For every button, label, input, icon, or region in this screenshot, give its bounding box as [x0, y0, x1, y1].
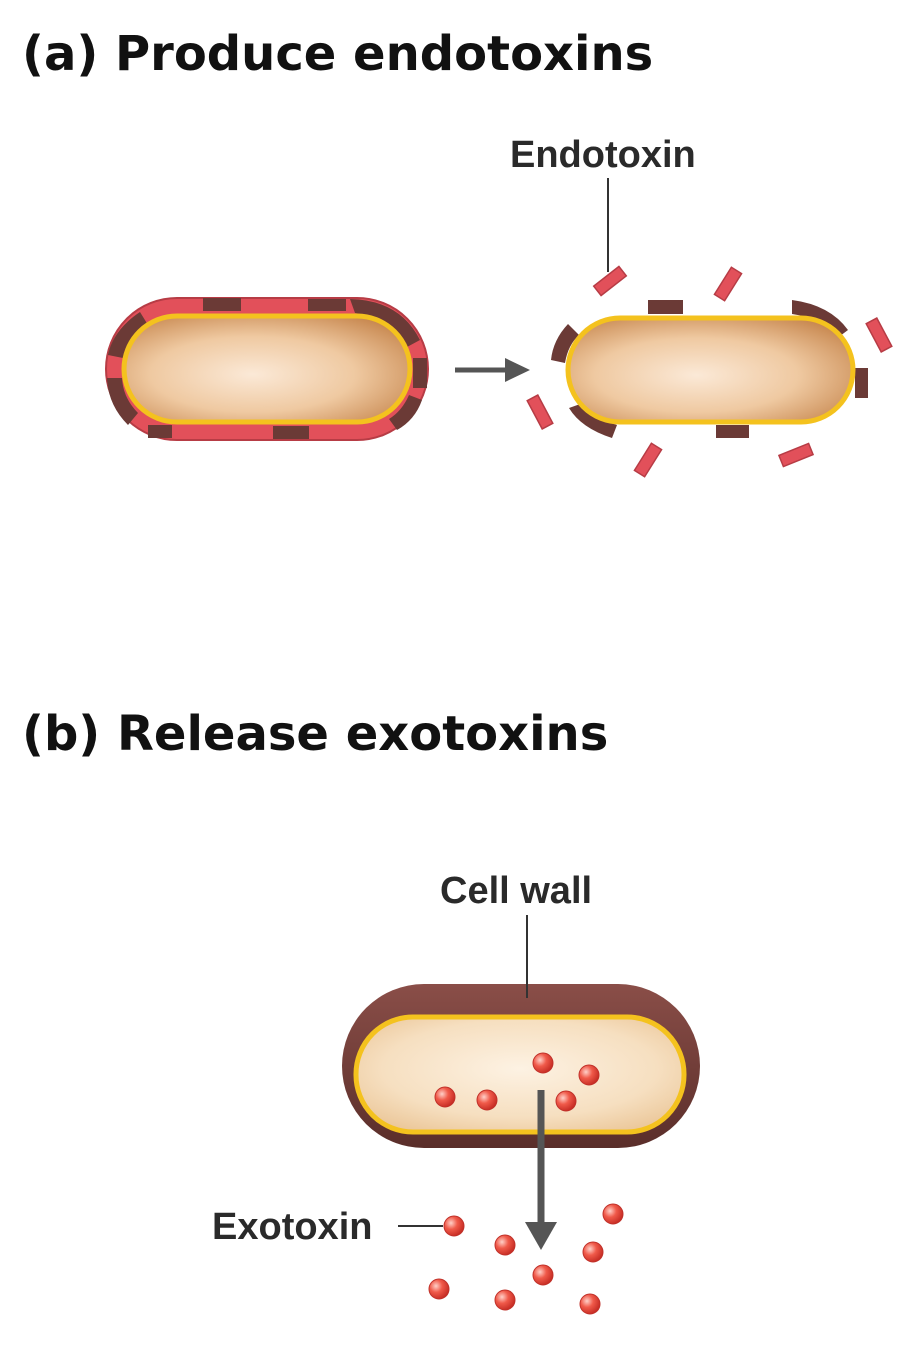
exotoxin-particle [532, 1052, 554, 1074]
exotoxin-particle [582, 1241, 604, 1263]
plasma-membrane-b [353, 1014, 687, 1135]
exotoxin-label: Exotoxin [212, 1206, 372, 1248]
internal-exotoxins [434, 1052, 600, 1112]
process-arrow [455, 358, 530, 382]
endotoxin-fragment [633, 442, 663, 478]
exotoxin-particle [532, 1264, 554, 1286]
lysed-plasma-membrane [565, 315, 856, 425]
exotoxin-particle [602, 1203, 624, 1225]
exotoxin-bacterium [342, 984, 700, 1315]
lysed-bacterium [526, 265, 893, 478]
endotoxin-fragment [526, 394, 554, 430]
heading-produce-endotoxins: (a) Produce endotoxins [22, 26, 654, 82]
exotoxin-particle [428, 1278, 450, 1300]
exotoxin-particle [579, 1293, 601, 1315]
released-exotoxins [428, 1203, 624, 1315]
endotoxin-fragment [777, 442, 815, 468]
release-arrow [525, 1090, 557, 1250]
endotoxin-fragment [592, 265, 628, 297]
released-endotoxins [526, 265, 893, 478]
intact-bacterium [105, 297, 429, 441]
endotoxin-label: Endotoxin [510, 134, 696, 176]
exotoxin-particle [555, 1090, 577, 1112]
cell-wall-label: Cell wall [440, 870, 592, 912]
exotoxin-particle [434, 1086, 456, 1108]
exotoxin-particle [494, 1234, 516, 1256]
heading-release-exotoxins: (b) Release exotoxins [22, 706, 609, 762]
plasma-membrane [121, 313, 413, 425]
exotoxin-particle [578, 1064, 600, 1086]
endotoxin-fragment [713, 266, 743, 302]
exotoxin-particle [443, 1215, 465, 1237]
endotoxin-fragment [865, 317, 893, 353]
exotoxin-particle [476, 1089, 498, 1111]
cell-wall-segments [107, 298, 427, 439]
exotoxin-particle [494, 1289, 516, 1311]
